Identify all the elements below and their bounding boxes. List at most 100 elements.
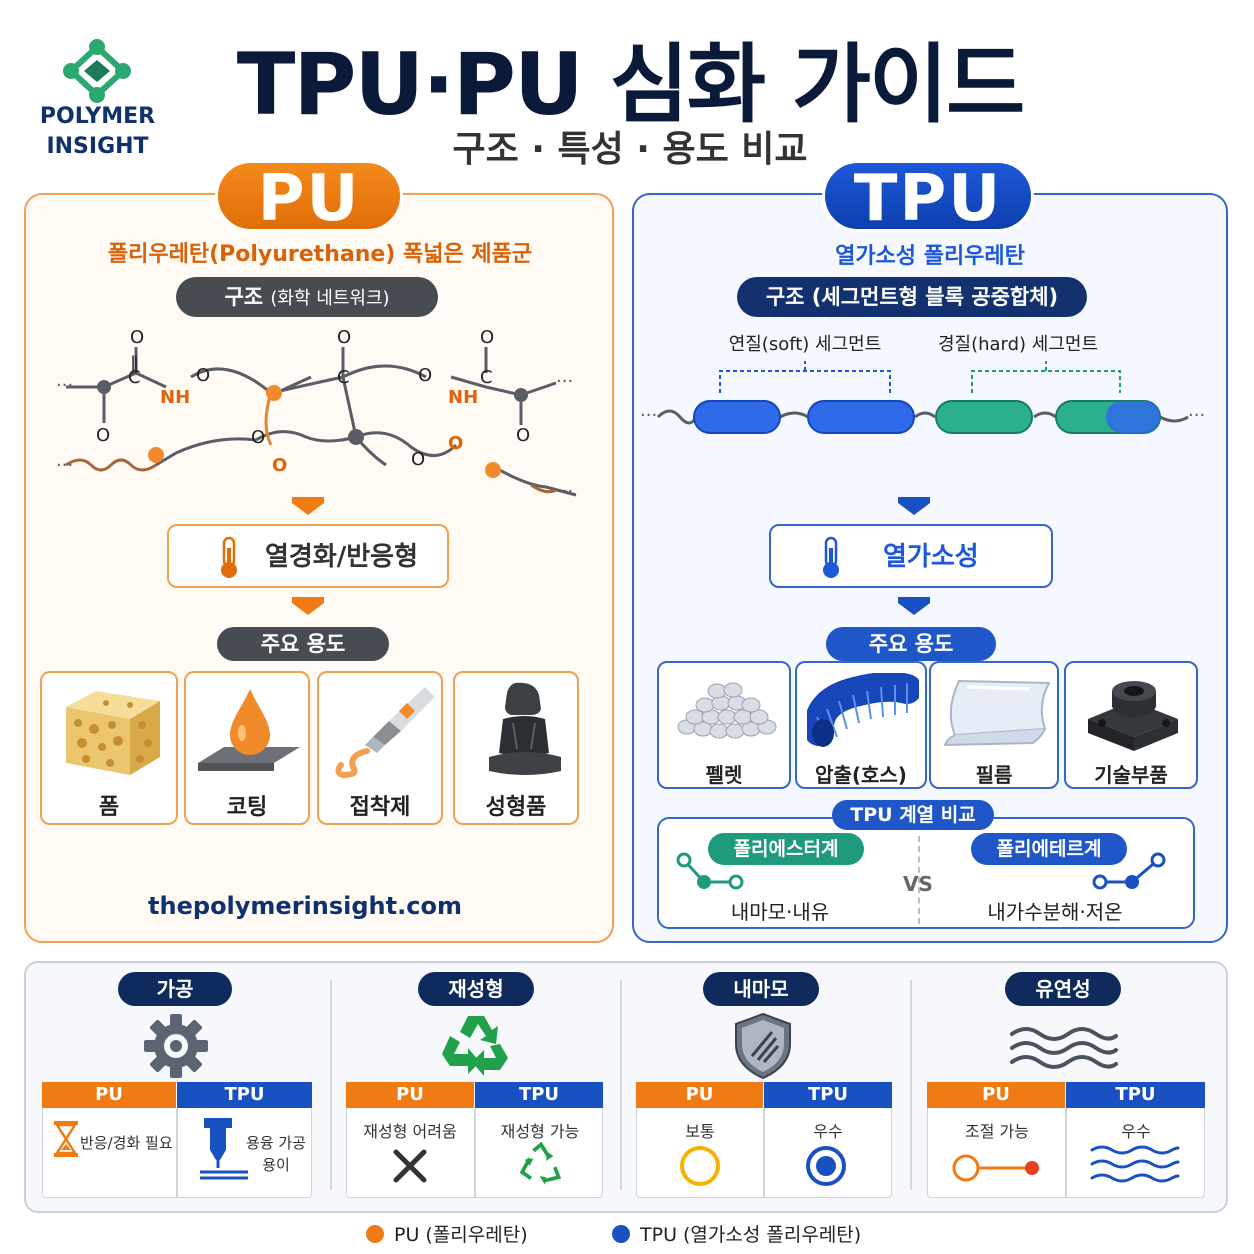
- svg-text:O: O: [196, 365, 210, 386]
- polymer-insight-logo-icon: [63, 39, 131, 103]
- category-processing: 가공: [118, 972, 232, 1006]
- pu-subtitle: 폴리우레탄(Polyurethane) 폭넓은 제품군: [107, 242, 533, 267]
- legend-tpu-label: TPU (열가소성 폴리우레탄): [640, 1224, 862, 1246]
- abrasion-pu-head: PU: [636, 1082, 763, 1108]
- polyester-desc: 내마모·내유: [730, 900, 830, 924]
- comparison-divider-3: [910, 980, 912, 1190]
- reforming-tpu-head: TPU: [475, 1082, 603, 1108]
- pu-arrow-bar-1: [292, 497, 324, 503]
- tpu-type-label: 열가소성: [883, 542, 979, 572]
- tpu-structure-pill: 구조 (세그먼트형 블록 공중합체): [737, 277, 1087, 317]
- hose-icon: [807, 673, 919, 747]
- flexibility-pu-text: 조절 가능: [965, 1122, 1029, 1141]
- adhesive-tube-icon: [335, 687, 435, 779]
- pu-arrow-down-icon-1: [292, 503, 324, 515]
- tpu-type-box: 열가소성: [769, 524, 1053, 588]
- legend-pu-dot: [366, 1224, 384, 1243]
- pu-arrow-bar-2: [292, 597, 324, 603]
- legend-tpu: TPU (열가소성 폴리우레탄): [612, 1220, 861, 1247]
- polyester-pill: 폴리에스터계: [708, 833, 864, 865]
- logo-text-line1: POLYMER: [39, 104, 156, 129]
- pu-nh-label-2: NH: [448, 387, 478, 408]
- svg-text:O: O: [516, 425, 530, 446]
- page-title: TPU·PU 심화 가이드: [236, 35, 1026, 135]
- abrasion-tpu-text: 우수: [813, 1122, 843, 1141]
- svg-text:···: ···: [640, 405, 657, 426]
- tpu-use-card-pellet: 펠렛: [657, 661, 791, 789]
- processing-split: [176, 1108, 178, 1198]
- hard-segment-label: 경질(hard) 세그먼트: [937, 334, 1099, 355]
- polyether-desc: 내가수분해·저온: [987, 900, 1123, 924]
- pellets-icon: [677, 682, 777, 739]
- comparison-divider-1: [330, 980, 332, 1190]
- svg-text:‖: ‖: [130, 353, 139, 374]
- tpu-use-label-hose: 압출(호스): [815, 763, 907, 787]
- pu-arrow-down-icon-2: [292, 603, 324, 615]
- pu-structure-note: (화학 네트워크): [270, 288, 390, 309]
- pu-use-card-foam: 폼: [40, 671, 178, 825]
- svg-text:O: O: [448, 433, 463, 454]
- svg-text:···: ···: [1188, 405, 1205, 426]
- flexibility-pu-head: PU: [927, 1082, 1065, 1108]
- tpu-use-card-technical-part: 기술부품: [1064, 661, 1198, 789]
- svg-text:C: C: [337, 367, 350, 388]
- flexibility-tpu-text: 우수: [1121, 1122, 1151, 1141]
- svg-text:O: O: [96, 425, 110, 446]
- polyether-molecule-icon: [1092, 852, 1166, 890]
- pu-use-card-adhesive: 접착제: [317, 671, 443, 825]
- tpu-use-card-film: 필름: [929, 661, 1059, 789]
- svg-text:O: O: [272, 455, 287, 476]
- tpu-use-label-technical-part: 기술부품: [1094, 763, 1168, 787]
- recycle-icon: [442, 1016, 508, 1076]
- tpu-badge: TPU: [822, 160, 1034, 235]
- tpu-use-label-film: 필름: [975, 763, 1013, 787]
- ring-excellent-icon: [806, 1146, 846, 1186]
- tpu-arrow-bar-1: [898, 497, 930, 503]
- svg-text:O: O: [480, 327, 494, 348]
- coating-drop-icon: [198, 689, 300, 771]
- pu-type-box: 열경화/반응형: [167, 524, 449, 588]
- tpu-thermometer-icon: [823, 536, 839, 578]
- processing-tpu-head: TPU: [177, 1082, 312, 1108]
- category-flexibility: 유연성: [1005, 972, 1121, 1006]
- pu-structure-pill: 구조 (화학 네트워크): [176, 277, 438, 317]
- svg-text:O: O: [337, 327, 351, 348]
- processing-pu-head: PU: [42, 1082, 176, 1108]
- polyether-pill: 폴리에테르계: [971, 833, 1127, 865]
- legend-tpu-dot: [612, 1224, 630, 1243]
- film-icon: [943, 679, 1051, 747]
- tpu-arrow-down-icon-2: [898, 603, 930, 615]
- foam-block-icon: [66, 691, 160, 775]
- tpu-use-label-pellet: 펠렛: [705, 763, 743, 787]
- abrasion-split: [763, 1108, 765, 1198]
- tpu-subtitle: 열가소성 폴리우레탄: [835, 244, 1025, 269]
- category-abrasion: 내마모: [703, 972, 819, 1006]
- pu-use-label-molded: 성형품: [485, 795, 547, 820]
- flexibility-tpu-head: TPU: [1066, 1082, 1205, 1108]
- svg-text:O: O: [418, 365, 432, 386]
- abrasion-pu-text: 보통: [685, 1122, 715, 1141]
- pu-structure-label: 구조: [224, 285, 264, 309]
- tpu-block-copolymer-diagram: ··· ···: [640, 361, 1205, 434]
- legend-pu-label: PU (폴리우레탄): [394, 1224, 528, 1246]
- flexibility-split: [1065, 1108, 1067, 1198]
- svg-text:C: C: [128, 367, 141, 388]
- ring-medium-icon: [680, 1146, 720, 1186]
- comparison-divider-2: [620, 980, 622, 1190]
- vs-label: VS: [903, 872, 933, 896]
- processing-pu-text: 반응/경화 필요: [80, 1134, 173, 1152]
- website-link[interactable]: thepolymerinsight.com: [148, 892, 462, 920]
- svg-text:···: ···: [556, 481, 573, 500]
- polyester-molecule-icon: [676, 852, 744, 890]
- car-seat-icon: [489, 682, 561, 775]
- processing-tpu-text: 용융 가공 용이: [246, 1134, 306, 1174]
- extruder-icon: [200, 1118, 248, 1180]
- shield-icon: [735, 1012, 791, 1080]
- abrasion-tpu-head: TPU: [764, 1082, 892, 1108]
- pu-use-card-coating: 코팅: [184, 671, 310, 825]
- tpu-use-card-hose: 압출(호스): [795, 661, 927, 789]
- pu-use-label-adhesive: 접착제: [349, 795, 411, 820]
- technical-part-icon: [1088, 681, 1178, 751]
- reforming-pu-text: 재성형 어려움: [363, 1122, 457, 1141]
